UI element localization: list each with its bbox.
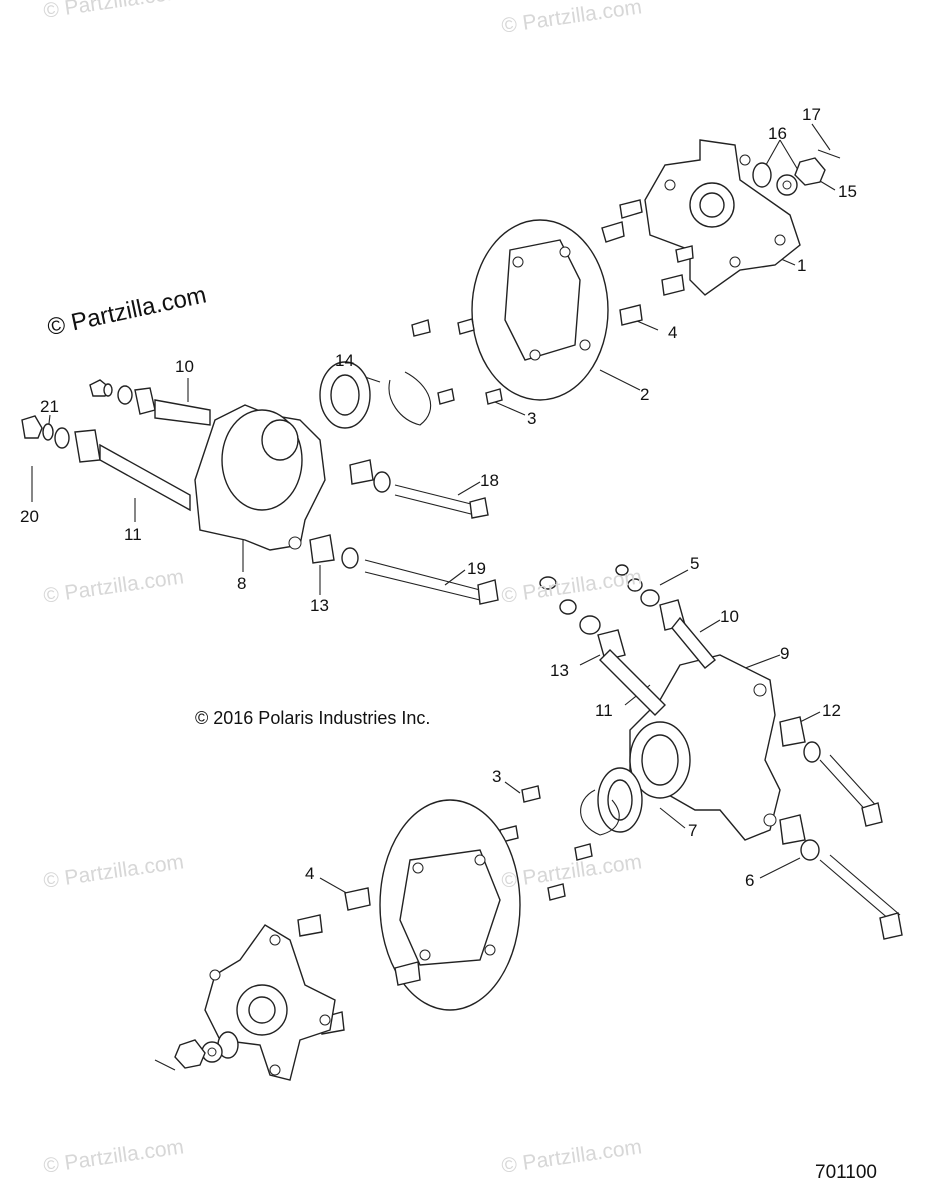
screws-lower xyxy=(499,785,593,901)
callout-label: 14 xyxy=(335,351,354,370)
callout-label: 1 xyxy=(797,256,807,275)
callout-label: 12 xyxy=(822,701,841,720)
bushings-right-upper xyxy=(309,459,499,605)
callout-label: 7 xyxy=(688,821,698,840)
washer-nut-lower xyxy=(154,1031,239,1071)
callout-label: 16 xyxy=(768,124,787,143)
callout-label: 15 xyxy=(838,182,857,201)
callout-label: 20 xyxy=(20,507,39,526)
knuckle-lower xyxy=(629,654,781,841)
callout-label: 19 xyxy=(467,559,486,578)
bushings-left xyxy=(21,379,211,512)
screws-upper xyxy=(411,318,503,405)
studs-upper xyxy=(601,199,694,326)
knuckle-upper xyxy=(194,404,326,551)
callout-label: 10 xyxy=(175,357,194,376)
brake-rotor-lower xyxy=(379,799,521,1011)
callout-label: 13 xyxy=(310,596,329,615)
callout-label: 8 xyxy=(237,574,247,593)
copyright-notice: © 2016 Polaris Industries Inc. xyxy=(195,708,431,728)
callout-label: 5 xyxy=(690,554,700,573)
callout-label: 4 xyxy=(668,323,678,342)
callout-label: 2 xyxy=(640,385,650,404)
callout-label: 13 xyxy=(550,661,569,680)
callout-label: 9 xyxy=(780,644,790,663)
callout-label: 10 xyxy=(720,607,739,626)
bushings-lower-group xyxy=(539,564,903,940)
callout-label: 3 xyxy=(492,767,502,786)
callout-label: 21 xyxy=(40,397,59,416)
bearing-upper xyxy=(319,361,371,429)
callout-label: 3 xyxy=(527,409,537,428)
washer-nut-upper xyxy=(752,149,841,196)
hub-upper xyxy=(644,139,801,296)
diagram-number: 701100 xyxy=(815,1162,877,1183)
snap-ring-lower xyxy=(580,789,620,836)
studs-lower xyxy=(297,887,421,1035)
callout-label: 18 xyxy=(480,471,499,490)
callout-label: 6 xyxy=(745,871,755,890)
brake-rotor-upper xyxy=(471,219,609,401)
callout-label: 11 xyxy=(124,525,142,544)
callout-label: 11 xyxy=(595,701,613,720)
bearing-lower xyxy=(597,767,643,833)
snap-ring-upper xyxy=(388,371,432,426)
callout-label: 17 xyxy=(802,105,821,124)
callout-label: 4 xyxy=(305,864,315,883)
